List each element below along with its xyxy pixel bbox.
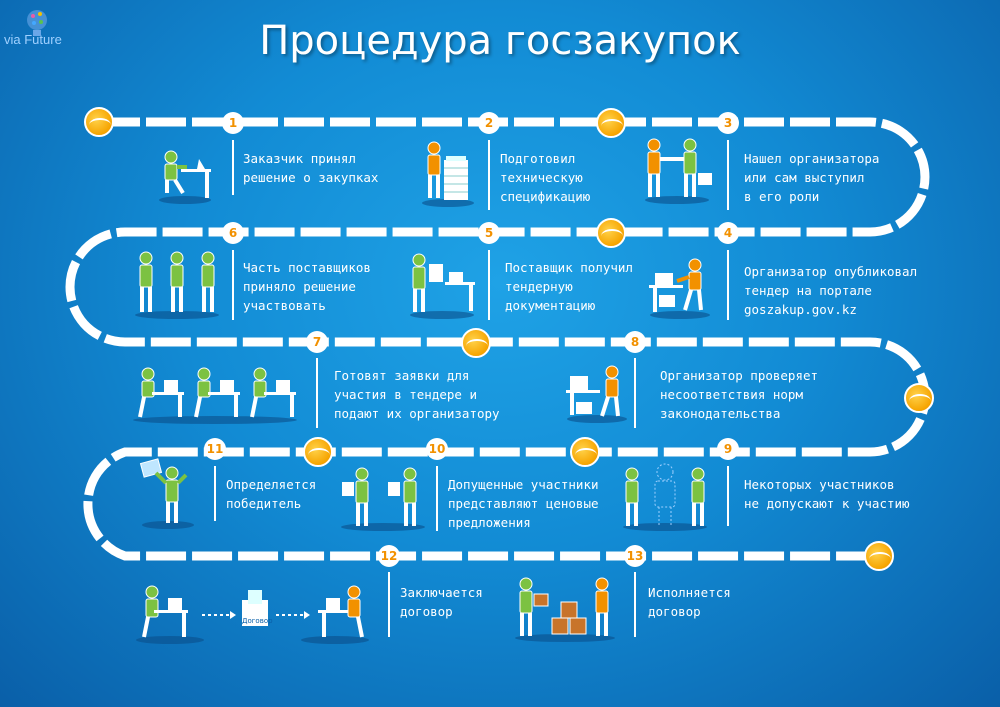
logo: via Future: [4, 10, 62, 47]
step-number-13: 13: [624, 545, 646, 567]
page-title: Процедура госзакупок: [259, 18, 741, 64]
step-number-2: 2: [478, 112, 500, 134]
coin-icon: [864, 541, 894, 571]
step-divider: [232, 140, 234, 195]
step-divider: [388, 572, 390, 637]
winner-icon: [139, 458, 194, 529]
step-number-3: 3: [717, 112, 739, 134]
step-number-4: 4: [717, 222, 739, 244]
participants-with-offers-icon: [341, 467, 425, 531]
step-divider: [727, 250, 729, 320]
step-number-7: 7: [306, 331, 328, 353]
step-divider: [436, 466, 438, 531]
step-divider: [316, 358, 318, 428]
contract-execution-icon: [515, 577, 615, 642]
coin-icon: [461, 328, 491, 358]
people-at-desks-icon: [133, 367, 297, 424]
step-divider: [488, 140, 490, 210]
step-number-12: 12: [378, 545, 400, 567]
coin-icon: [596, 108, 626, 138]
contract-label: Договор: [242, 617, 273, 625]
step-number-6: 6: [222, 222, 244, 244]
person-with-papers-icon: [422, 141, 474, 207]
step-divider: [727, 140, 729, 210]
step-divider: [214, 466, 216, 521]
step-number-5: 5: [478, 222, 500, 244]
logo-text: via Future: [4, 32, 62, 47]
step-number-1: 1: [222, 112, 244, 134]
coin-icon: [596, 218, 626, 248]
coin-icon: [904, 383, 934, 413]
step-divider: [634, 358, 636, 428]
organizer-checking-icon: [566, 365, 627, 423]
coin-icon: [570, 437, 600, 467]
step-divider: [488, 250, 490, 320]
three-suppliers-icon: [135, 251, 219, 319]
handshake-icon: [645, 138, 712, 204]
step-number-9: 9: [717, 438, 739, 460]
person-with-document-icon: [410, 253, 475, 319]
contract-signing-icon: [136, 585, 369, 644]
step-divider: [727, 466, 729, 526]
step-divider: [634, 572, 636, 637]
step-number-10: 10: [426, 438, 448, 460]
person-at-desk-icon: [159, 150, 211, 204]
step-number-11: 11: [204, 438, 226, 460]
step-divider: [232, 250, 234, 320]
excluded-participant-icon: [623, 463, 707, 531]
lightbulb-icon: [27, 10, 47, 36]
coin-icon: [303, 437, 333, 467]
step-number-8: 8: [624, 331, 646, 353]
coin-icon: [84, 107, 114, 137]
person-at-computer-icon: [649, 258, 710, 319]
